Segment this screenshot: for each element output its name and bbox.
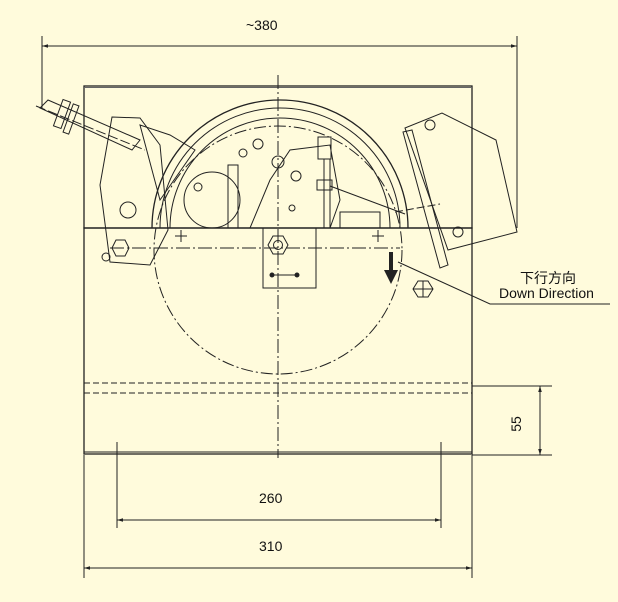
dimension-label-55: 55 <box>507 416 524 432</box>
dimension-310 <box>83 455 473 578</box>
right-arm <box>394 112 518 269</box>
dimension-label-310: 310 <box>259 538 283 554</box>
dimension-label-260: 260 <box>259 490 283 506</box>
center-block <box>262 227 317 289</box>
mechanism <box>183 136 406 229</box>
dimension-260 <box>116 442 442 528</box>
dimension-55 <box>472 385 552 456</box>
down-direction-arrow <box>384 252 610 305</box>
sheave <box>110 75 409 458</box>
direction-label-cn: 下行方向 <box>520 270 576 286</box>
dimension-label-380: ~380 <box>246 17 278 33</box>
left-arm <box>35 98 196 266</box>
dimension-380 <box>41 36 518 228</box>
direction-label-en: Down Direction <box>499 285 594 301</box>
